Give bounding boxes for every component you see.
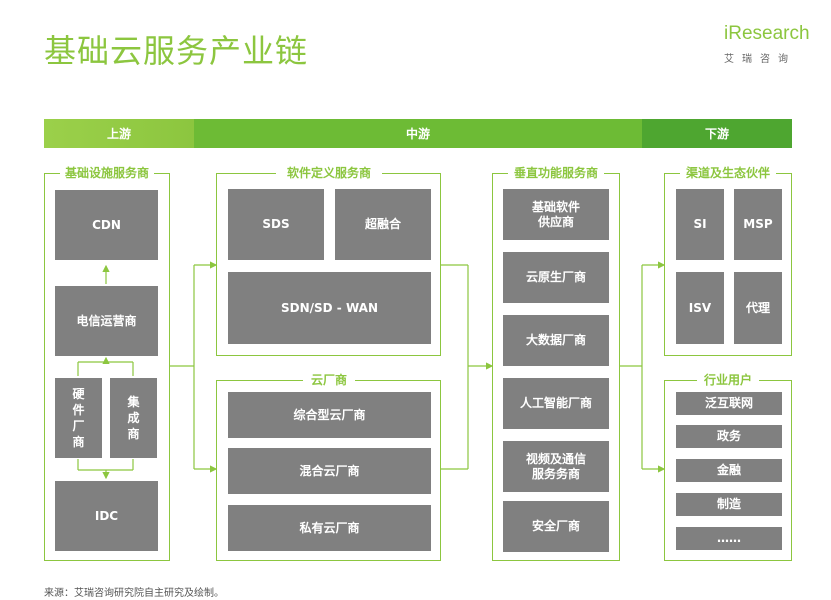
hardware-box: 硬件厂商 [55,378,102,458]
logo-subtitle: 艾瑞咨询 [724,54,796,65]
channel-item: MSP [734,189,782,260]
integrator-box: 集成商 [110,378,157,458]
industry-item: 金融 [676,459,782,482]
cdn-box: CDN [55,190,158,260]
vertical-item: 安全厂商 [503,501,609,552]
iresearch-logo: iResearch [724,23,810,44]
sdwan-box: SDN/SD - WAN [228,272,431,344]
channel-item: ISV [676,272,724,344]
sds-box: SDS [228,189,324,260]
vertical-item: 视频及通信 服务务商 [503,441,609,492]
hyperconverged-box: 超融合 [335,189,431,260]
band-upstream: 上游 [44,119,194,148]
vertical-label: 垂直功能服务商 [508,166,604,180]
vertical-item: 基础软件 供应商 [503,189,609,240]
industry-item: 政务 [676,425,782,448]
hardware-label: 硬件厂商 [72,387,85,449]
channel-label: 渠道及生态伙伴 [680,166,776,180]
vertical-item: 大数据厂商 [503,315,609,366]
band-downstream: 下游 [642,119,792,148]
cloud-item: 混合云厂商 [228,448,431,494]
sdn-label: 软件定义服务商 [276,166,382,180]
source-note: 来源：艾瑞咨询研究院自主研究及绘制。 [44,588,224,599]
industry-item: 制造 [676,493,782,516]
channel-item: SI [676,189,724,260]
cloud-item: 私有云厂商 [228,505,431,551]
industry-label: 行业用户 [697,373,759,387]
cloud-item: 综合型云厂商 [228,392,431,438]
band-midstream: 中游 [194,119,642,148]
page-title: 基础云服务产业链 [44,32,309,70]
telecom-box: 电信运营商 [55,286,158,356]
vertical-item: 人工智能厂商 [503,378,609,429]
cloud-label: 云厂商 [303,373,355,387]
industry-item: 泛互联网 [676,392,782,415]
vertical-item: 云原生厂商 [503,252,609,303]
idc-box: IDC [55,481,158,551]
integrator-label: 集成商 [127,395,140,441]
upstream-label: 基础设施服务商 [60,166,154,180]
channel-item: 代理 [734,272,782,344]
industry-item: …… [676,527,782,550]
